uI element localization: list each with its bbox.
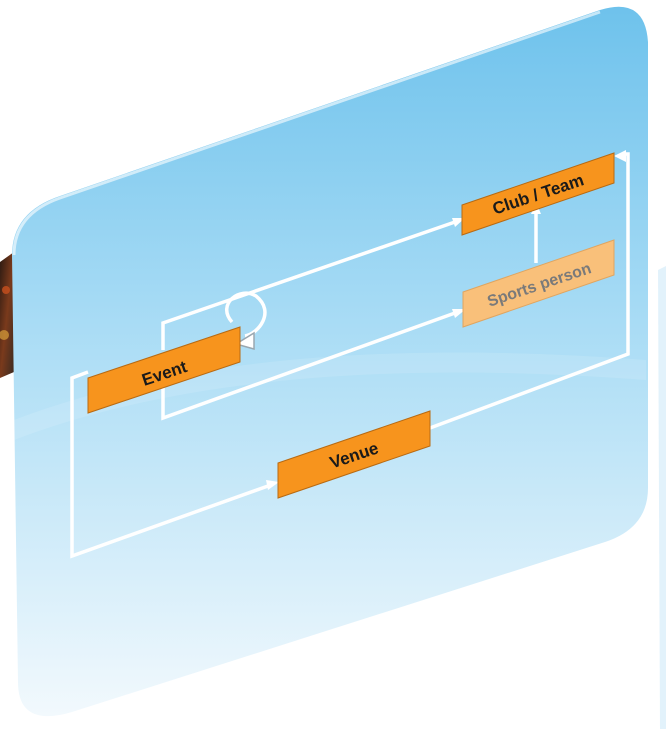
photo-thumbnail — [0, 252, 14, 378]
edge-event-venue-arrowhead — [266, 480, 279, 490]
glass-panel — [12, 6, 648, 717]
edge-venue-club-team-arrowhead — [614, 150, 626, 162]
edge-event-venue — [70, 370, 269, 559]
edge-event-sports-person — [161, 311, 456, 421]
node-event[interactable]: Event — [87, 326, 241, 414]
edge-event-self-loop — [225, 291, 267, 338]
connectors — [70, 150, 630, 559]
node-venue[interactable]: Venue — [277, 410, 431, 499]
edge-event-club-team — [161, 220, 456, 350]
background-panel-edge — [658, 266, 666, 729]
